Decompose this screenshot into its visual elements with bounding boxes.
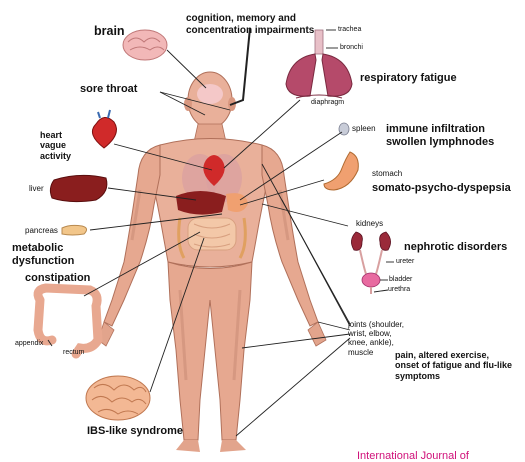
label-stomach: stomach xyxy=(372,169,402,178)
journal-credit: International Journal of xyxy=(357,450,469,462)
colon-organ xyxy=(38,288,98,354)
label-liver: liver xyxy=(29,184,44,193)
label-constipation: constipation xyxy=(25,272,90,285)
heart-organ xyxy=(92,110,116,148)
foot-right xyxy=(220,440,246,452)
label-trachea: trachea xyxy=(338,26,361,34)
brain-organ xyxy=(123,30,167,60)
small-intestine-organ xyxy=(86,376,150,420)
liver-in-body xyxy=(176,191,226,215)
label-somato-psycho-dyspepsia: somato-psycho-dyspepsia xyxy=(372,182,511,195)
head-brain-region xyxy=(197,84,223,104)
label-appendix: appendix xyxy=(15,340,43,348)
label-respiratory-fatigue: respiratory fatigue xyxy=(360,72,457,85)
label-diaphragm: diaphragm xyxy=(311,99,344,107)
label-sore-throat: sore throat xyxy=(80,83,137,96)
label-ibs-like-syndrome: IBS-like syndrome xyxy=(87,425,183,438)
arm-right xyxy=(262,145,318,326)
label-kidneys: kidneys xyxy=(356,219,383,228)
label-rectum: rectum xyxy=(63,349,84,357)
liver-organ xyxy=(50,175,106,201)
label-immune-infiltration: immune infiltration swollen lymphnodes xyxy=(386,123,494,148)
label-ureter: ureter xyxy=(396,258,414,266)
label-pancreas: pancreas xyxy=(25,226,58,235)
foot-left xyxy=(176,440,200,452)
label-heart: heart vague activity xyxy=(40,130,71,161)
pancreas-organ xyxy=(62,225,87,235)
lungs-organ xyxy=(286,30,352,98)
legs xyxy=(168,262,252,440)
label-pain-fatigue: pain, altered exercise, onset of fatigue… xyxy=(395,350,512,381)
label-cognition: cognition, memory and concentration impa… xyxy=(186,13,314,36)
label-brain: brain xyxy=(94,24,125,38)
urinary-organ xyxy=(351,232,390,294)
label-bronchi: bronchi xyxy=(340,44,363,52)
label-nephrotic-disorders: nephrotic disorders xyxy=(404,241,507,254)
label-metabolic-dysfunction: metabolic dysfunction xyxy=(12,242,74,267)
label-spleen: spleen xyxy=(352,124,376,133)
label-bladder: bladder xyxy=(389,276,412,284)
stomach-organ xyxy=(324,152,358,190)
label-urethra: urethra xyxy=(388,286,410,294)
